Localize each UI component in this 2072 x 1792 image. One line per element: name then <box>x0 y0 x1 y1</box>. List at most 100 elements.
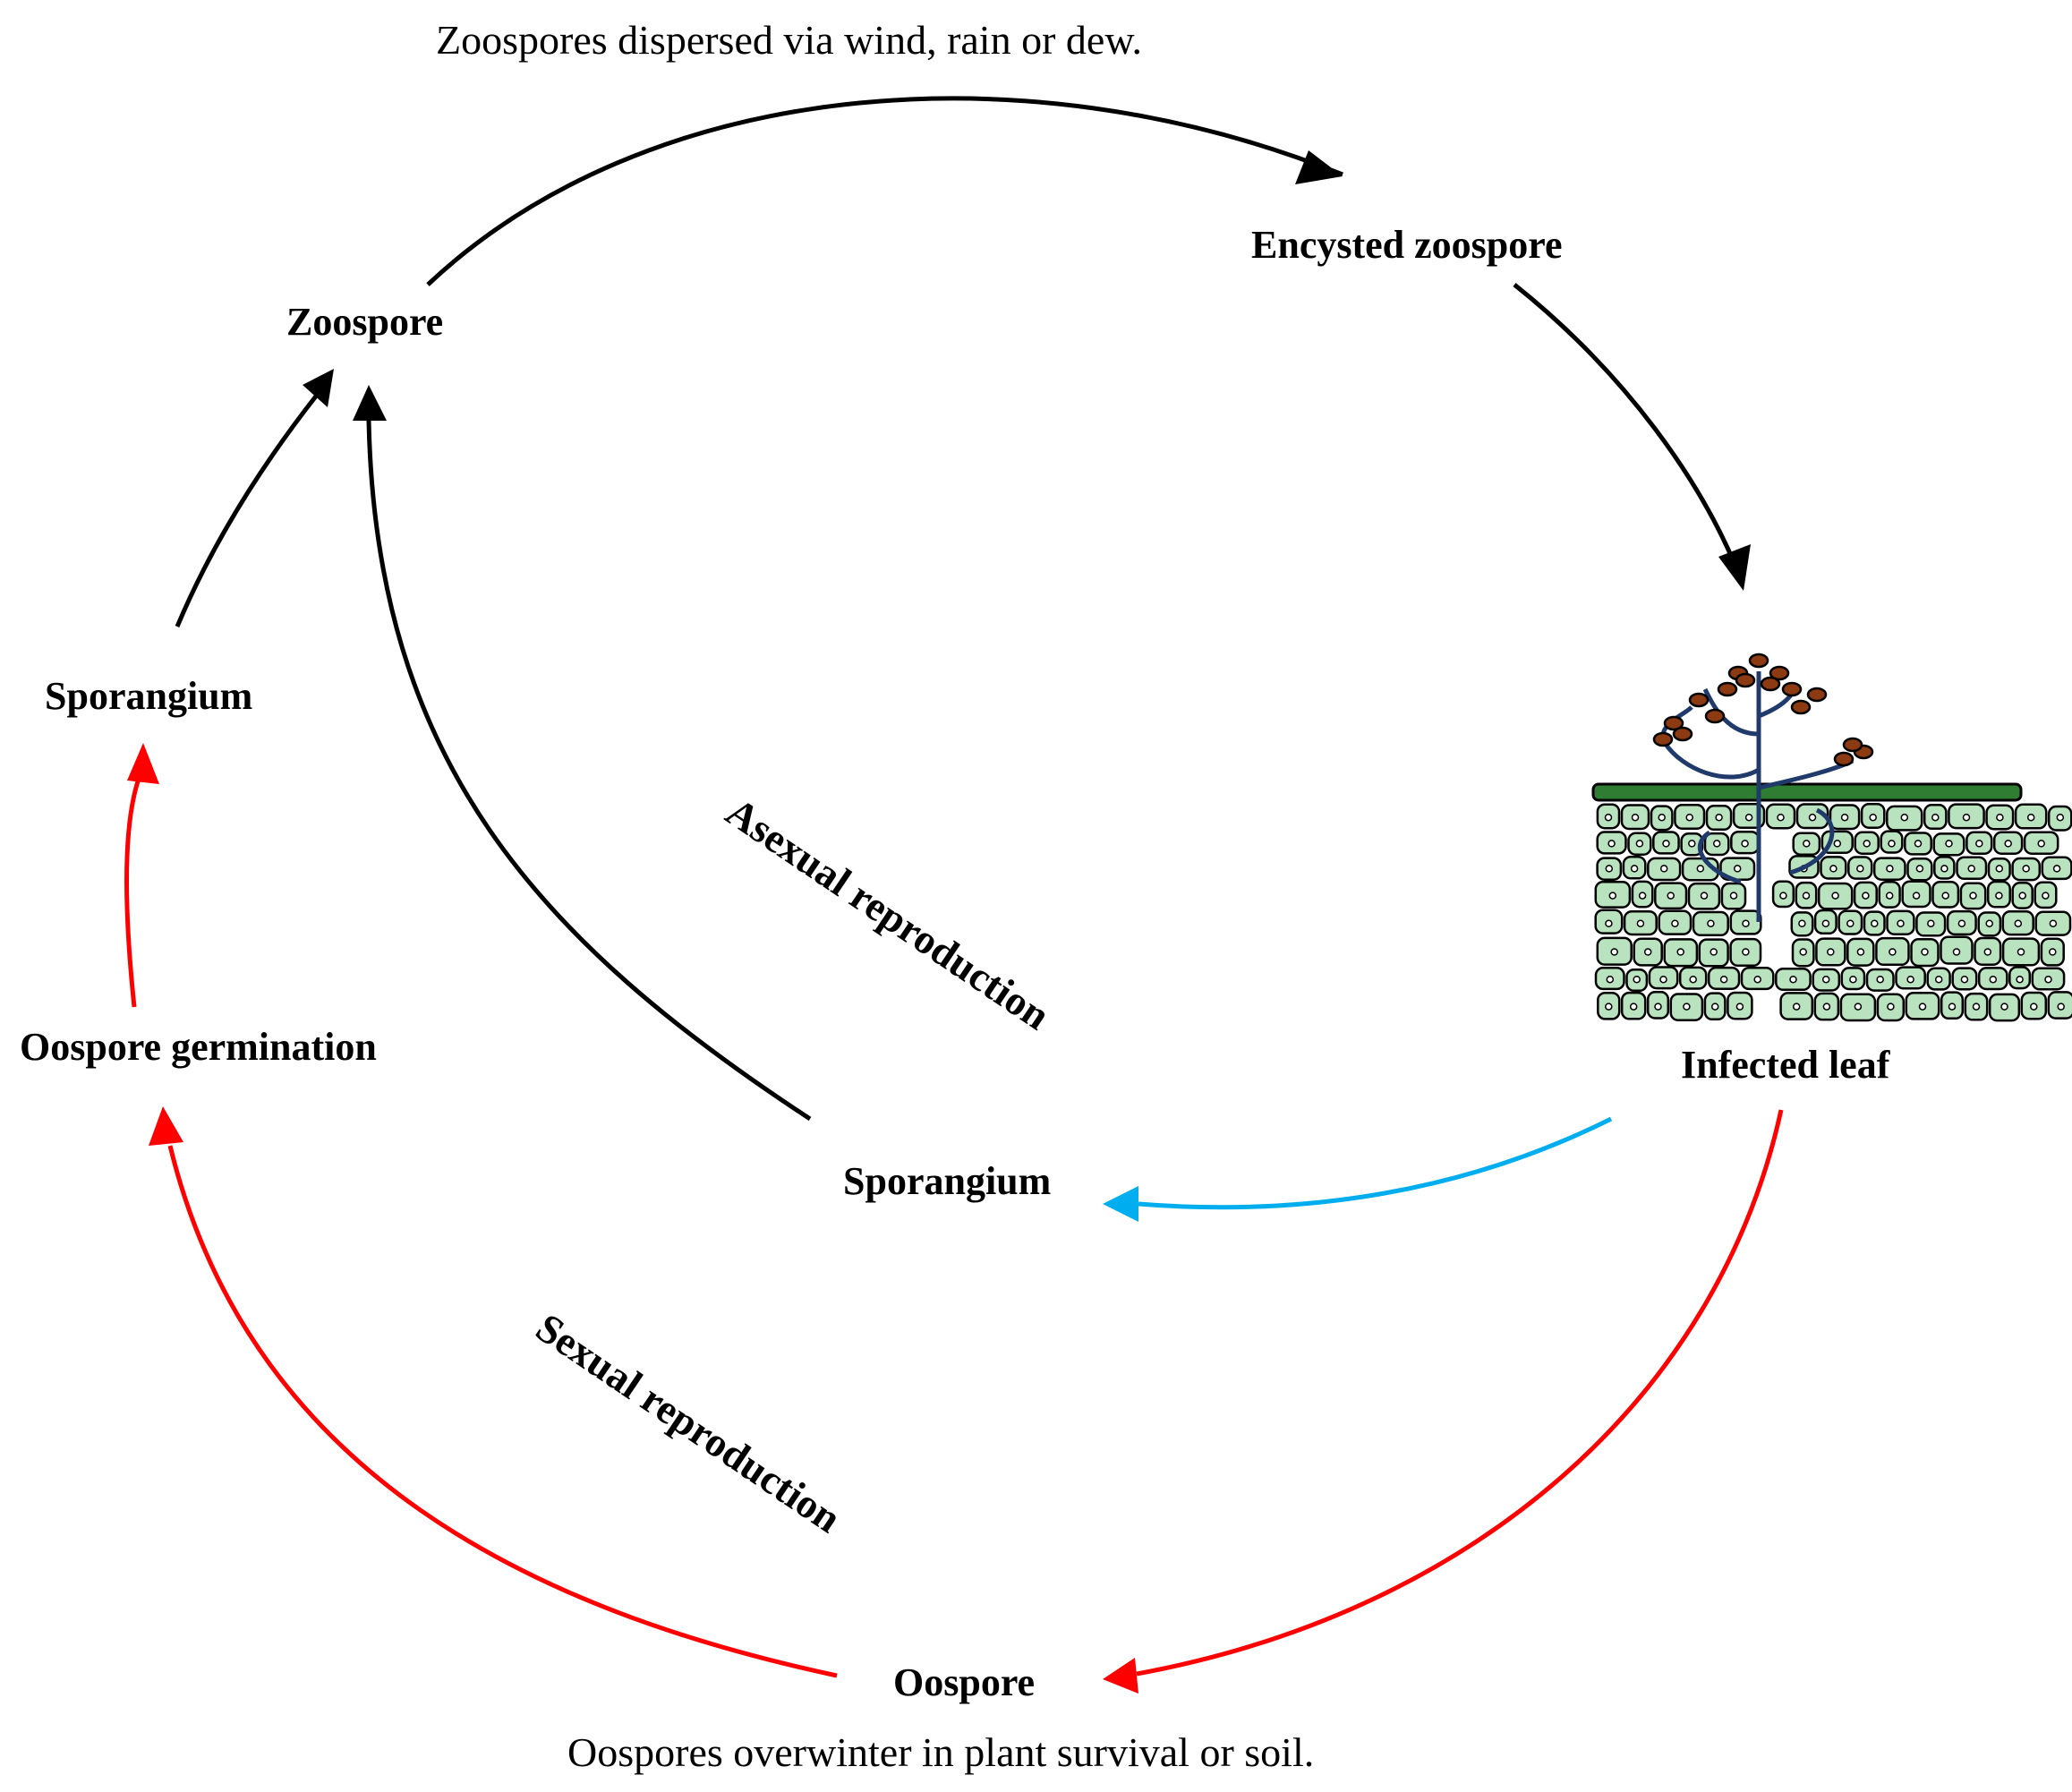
cell-nucleus <box>1863 840 1871 848</box>
cell-nucleus <box>1753 975 1761 984</box>
cell-nucleus <box>1802 892 1811 900</box>
sporangium-mark <box>1833 751 1855 767</box>
cell-nucleus <box>1606 975 1615 984</box>
cell-nucleus <box>1798 919 1806 927</box>
arrowhead-zoospore-left <box>303 369 334 407</box>
cell-nucleus <box>1871 919 1879 927</box>
cell-nucleus <box>1605 865 1614 873</box>
arrow-sporangium-to-zoospore <box>366 420 812 1122</box>
cell-nucleus <box>1683 1003 1691 1011</box>
cell-nucleus <box>2049 919 2058 927</box>
cell-nucleus <box>2049 948 2057 956</box>
sporangium-mark <box>1790 699 1812 715</box>
cell-nucleus <box>1629 1003 1638 1011</box>
arrowhead-sporangium-center <box>1103 1186 1138 1222</box>
cell-nucleus <box>1897 919 1905 927</box>
cell-nucleus <box>1918 1003 1927 1011</box>
cell-nucleus <box>1735 1003 1744 1011</box>
cell-nucleus <box>2016 975 2024 984</box>
cell-nucleus <box>1840 813 1849 822</box>
sporangium-mark <box>1652 731 1674 747</box>
arrow-leaf-to-oospore <box>1136 1109 1784 1677</box>
cell-nucleus <box>1643 948 1652 956</box>
cell-nucleus <box>1900 813 1909 822</box>
cell-nucleus <box>1995 865 2004 873</box>
cell-nucleus <box>1658 813 1666 822</box>
cell-nucleus <box>1941 892 1949 900</box>
cell-nucleus <box>1719 975 1728 984</box>
cell-nucleus <box>1975 840 1983 848</box>
sporangium-mark <box>1748 653 1769 669</box>
cell-nucleus <box>1972 1003 1981 1011</box>
cell-nucleus <box>1983 948 1992 956</box>
cell-nucleus <box>2026 813 2035 822</box>
cell-nucleus <box>1803 840 1811 848</box>
cell-nucleus <box>1948 1003 1957 1011</box>
arrowhead-oospore <box>1103 1658 1138 1694</box>
leaf-upper-surface <box>1591 782 2023 802</box>
cell-nucleus <box>2052 865 2061 873</box>
infected-leaf-illustration <box>1591 653 2072 1022</box>
cell-nucleus <box>2042 892 2050 900</box>
cell-nucleus <box>1799 948 1807 956</box>
cell-nucleus <box>1960 975 1969 984</box>
cell-nucleus <box>1888 840 1896 848</box>
sporangium-mark <box>1717 681 1738 697</box>
cell-nucleus <box>1887 1003 1895 1011</box>
cell-nucleus <box>1846 919 1855 927</box>
cell-nucleus <box>1733 865 1742 873</box>
cell-nucleus <box>1715 813 1723 822</box>
sporangium-mark <box>1769 665 1790 681</box>
cell-nucleus <box>1831 892 1839 900</box>
cell-nucleus <box>1707 919 1715 927</box>
cell-nucleus <box>1685 813 1693 822</box>
cell-nucleus <box>2004 840 2012 848</box>
sporangium-mark <box>1842 737 1863 753</box>
cell-nucleus <box>1921 948 1929 956</box>
cell-nucleus <box>1610 948 1618 956</box>
cell-nucleus <box>1967 865 1975 873</box>
bottom-note: Oospores overwinter in plant survival or… <box>567 1729 1315 1775</box>
cell-nucleus <box>1712 840 1721 848</box>
cell-nucleus <box>1808 813 1817 822</box>
cell-nucleus <box>1862 892 1870 900</box>
cell-nucleus <box>1710 948 1718 956</box>
arrowhead-zoospore-right <box>353 385 387 421</box>
leaf-cells <box>1594 802 2072 1022</box>
sporangium-clusters <box>1652 653 1874 767</box>
cell-nucleus <box>1985 919 1993 927</box>
cell-nucleus <box>2017 948 2025 956</box>
cell-nucleus <box>2018 892 2026 900</box>
zoospore-label: Zoospore <box>286 300 444 344</box>
sporangium-center-label: Sporangium <box>843 1159 1052 1203</box>
cell-nucleus <box>1827 948 1835 956</box>
sporangium-mark <box>1688 692 1710 708</box>
cell-nucleus <box>1605 1003 1613 1011</box>
cell-nucleus <box>1927 919 1935 927</box>
cell-nucleus <box>1962 813 1971 822</box>
cell-nucleus <box>1856 948 1865 956</box>
infected-leaf-label: Infected leaf <box>1681 1043 1890 1087</box>
cell-nucleus <box>1995 892 2003 900</box>
cell-nucleus <box>1742 919 1750 927</box>
cell-nucleus <box>1889 948 1897 956</box>
cell-nucleus <box>1996 813 2004 822</box>
cell-nucleus <box>1885 892 1894 900</box>
cell-nucleus <box>1710 1003 1719 1011</box>
cell-nucleus <box>1744 813 1753 822</box>
cell-nucleus <box>1779 892 1787 900</box>
top-note: Zoospores dispersed via wind, rain or de… <box>436 17 1143 63</box>
cell-nucleus <box>1696 865 1705 873</box>
arrowhead-leaf <box>1718 544 1751 591</box>
cell-nucleus <box>1869 813 1877 822</box>
sporangium-mark <box>1663 715 1684 731</box>
arrowhead-sporangium-left <box>127 743 159 784</box>
cell-nucleus <box>2037 840 2045 848</box>
cell-nucleus <box>1931 813 1940 822</box>
cell-nucleus <box>1822 1003 1831 1011</box>
cell-nucleus <box>2056 813 2065 822</box>
cell-nucleus <box>1676 948 1684 956</box>
arrow-oospore-to-germination <box>167 1145 838 1678</box>
